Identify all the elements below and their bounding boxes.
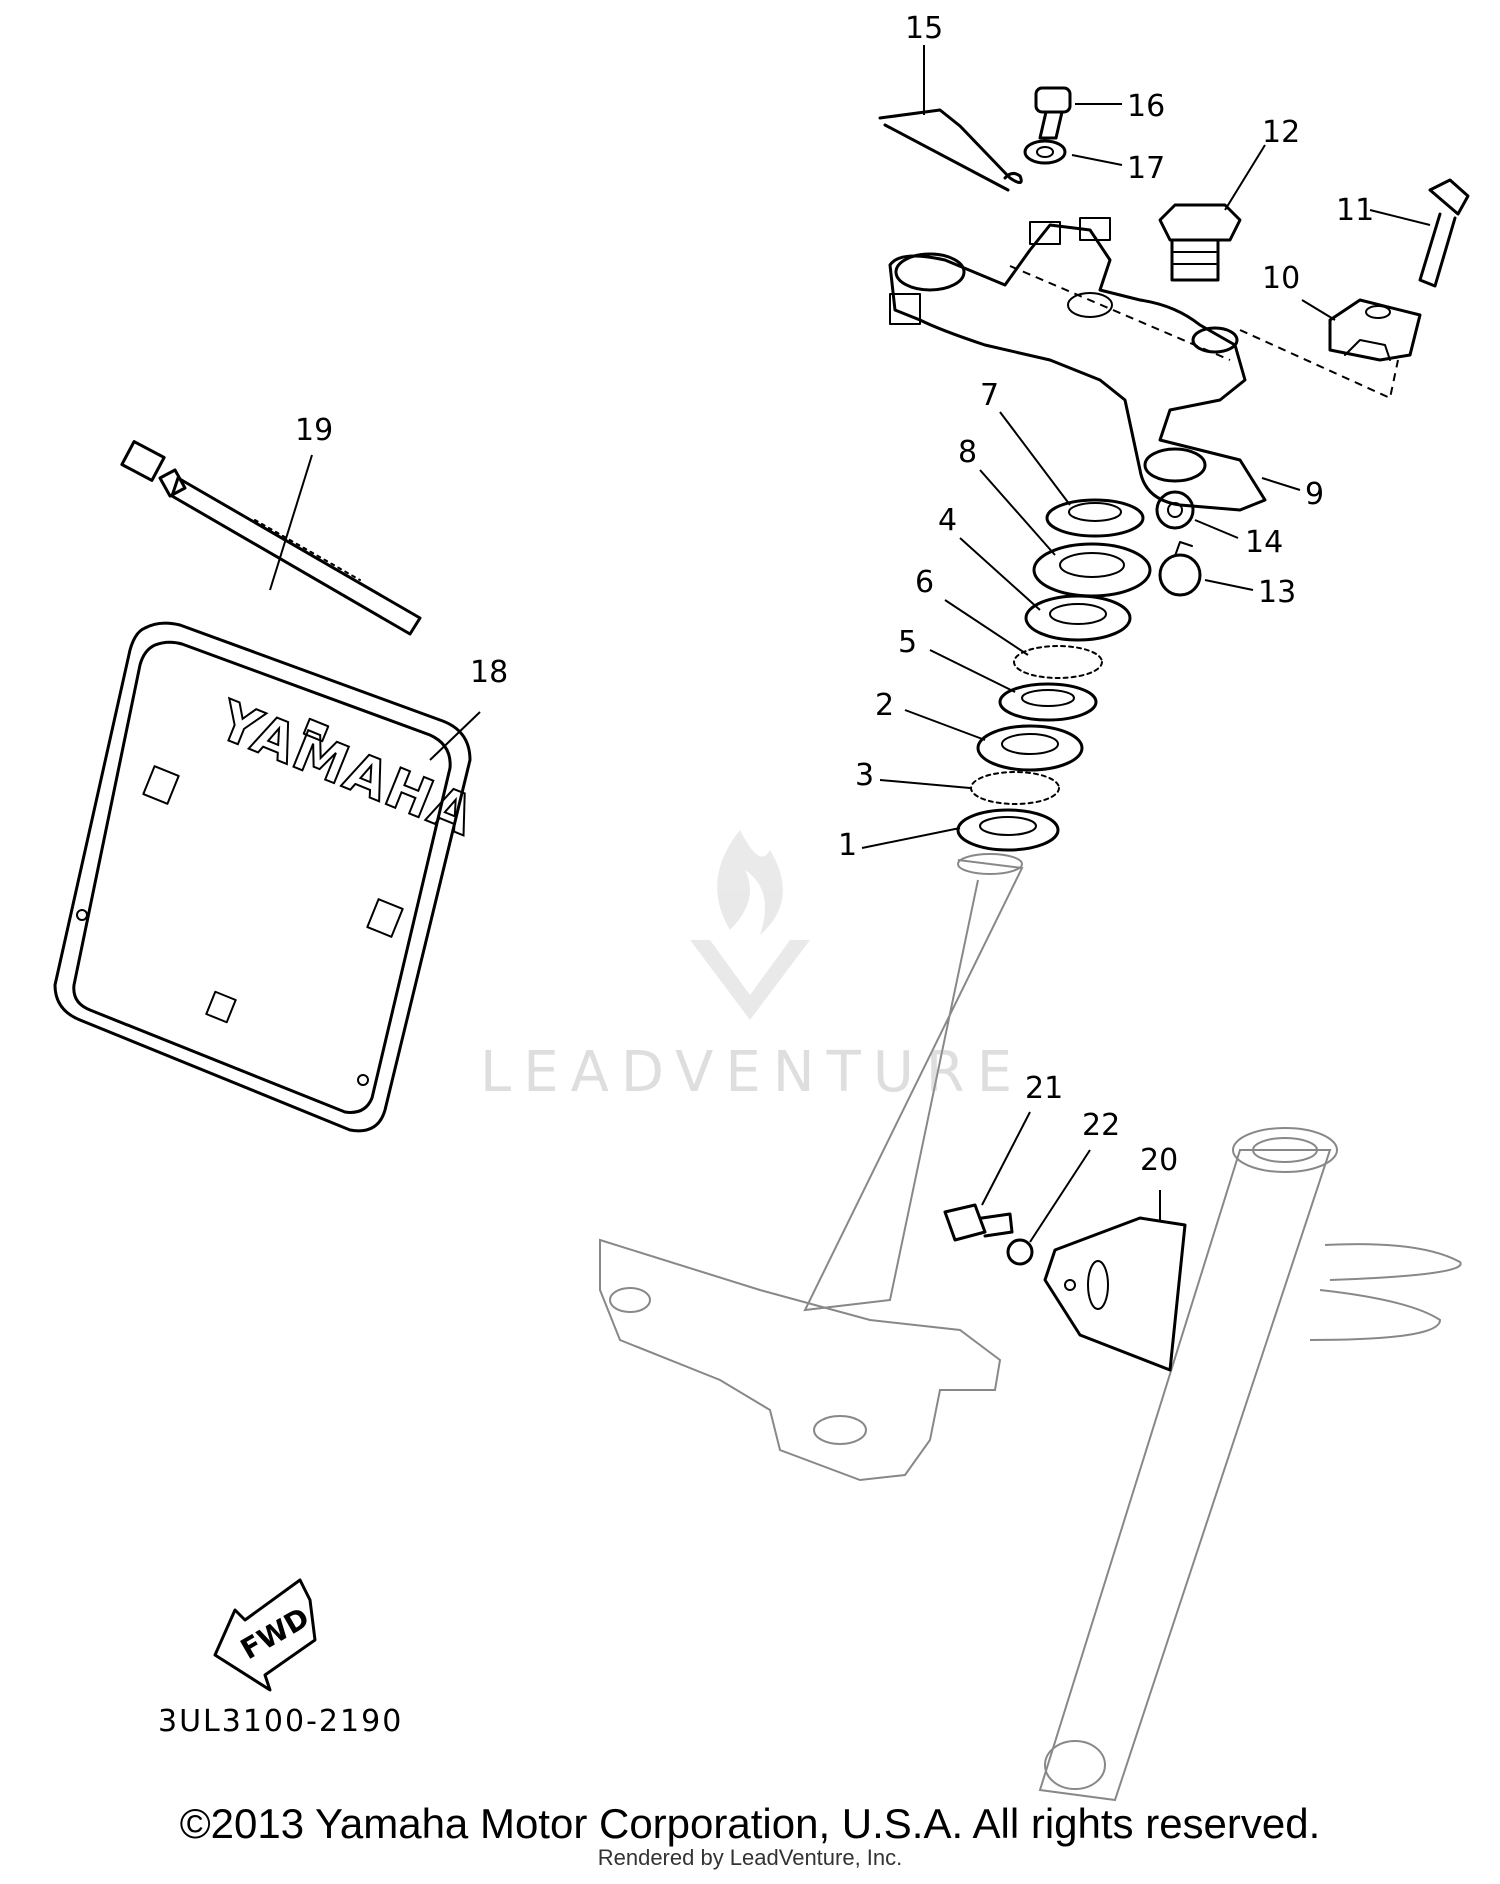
callout-15: 15 [905,11,943,46]
leader-lines [269,45,1431,1243]
part-7-ring-nut [1045,498,1145,538]
part-4-bearing-race [1024,594,1132,642]
part-6-ball-bearing [1013,645,1103,679]
part-1-bearing-race [956,808,1060,852]
callout-13: 13 [1258,575,1296,610]
callout-20: 20 [1140,1143,1178,1178]
diagram-code: 3UL3100-2190 [158,1704,404,1739]
callout-1: 1 [838,828,857,863]
part-5-bearing-race [998,682,1098,722]
copyright-notice: ©2013 Yamaha Motor Corporation, U.S.A. A… [179,1800,1321,1847]
callout-3: 3 [855,758,874,793]
rendered-by-notice: Rendered by LeadVenture, Inc. [597,1845,903,1870]
fwd-label: FWD [235,1601,315,1666]
callout-11: 11 [1336,193,1374,228]
callout-10: 10 [1262,261,1300,296]
callout-17: 17 [1127,151,1165,186]
part-20-fork-tube [1038,1127,1462,1802]
part-11-bolt [1418,178,1470,288]
steering-stem-lower-bracket [599,853,1024,1482]
callout-12: 12 [1262,115,1300,150]
part-10-handlebar-holder [1328,298,1422,362]
part-3-ball-bearing [970,771,1060,805]
part-2-bearing-race [976,724,1084,772]
callout-18: 18 [470,655,508,690]
part-19-cable-tie [120,440,422,636]
callouts: 15 16 17 12 11 10 9 14 13 7 8 4 6 5 2 3 … [295,11,1374,1178]
part-13-bolt [1158,541,1202,597]
part-20-bracket [1043,1216,1187,1372]
bracket-dashed-line-b [1239,329,1399,400]
part-16-bolt [1034,86,1072,140]
callout-19: 19 [295,413,333,448]
callout-8: 8 [958,435,977,470]
bracket-dashed-line-a [1009,265,1231,361]
callout-2: 2 [875,688,894,723]
part-22-washer [1006,1238,1034,1266]
callout-5: 5 [898,625,917,660]
callout-22: 22 [1082,1108,1120,1143]
callout-14: 14 [1245,525,1283,560]
yamaha-emblem-text: YAMAHA [209,688,484,848]
callout-16: 16 [1127,89,1165,124]
part-9-upper-bracket [888,217,1267,512]
part-18-number-plate: YAMAHA [53,621,485,1133]
fwd-direction-arrow: FWD [213,1578,317,1692]
callout-9: 9 [1305,477,1324,512]
callout-21: 21 [1025,1071,1063,1106]
part-17-washer [1023,139,1067,165]
part-15-bracket [878,108,1023,192]
part-14-washer [1155,490,1195,530]
callout-7: 7 [980,378,999,413]
watermark-text: LEADVENTURE [480,1040,1025,1105]
part-21-bolt [943,1203,1014,1242]
callout-6: 6 [915,565,934,600]
leadventure-logo-watermark [690,830,810,1020]
part-12-steering-nut [1158,203,1242,282]
callout-4: 4 [938,503,957,538]
